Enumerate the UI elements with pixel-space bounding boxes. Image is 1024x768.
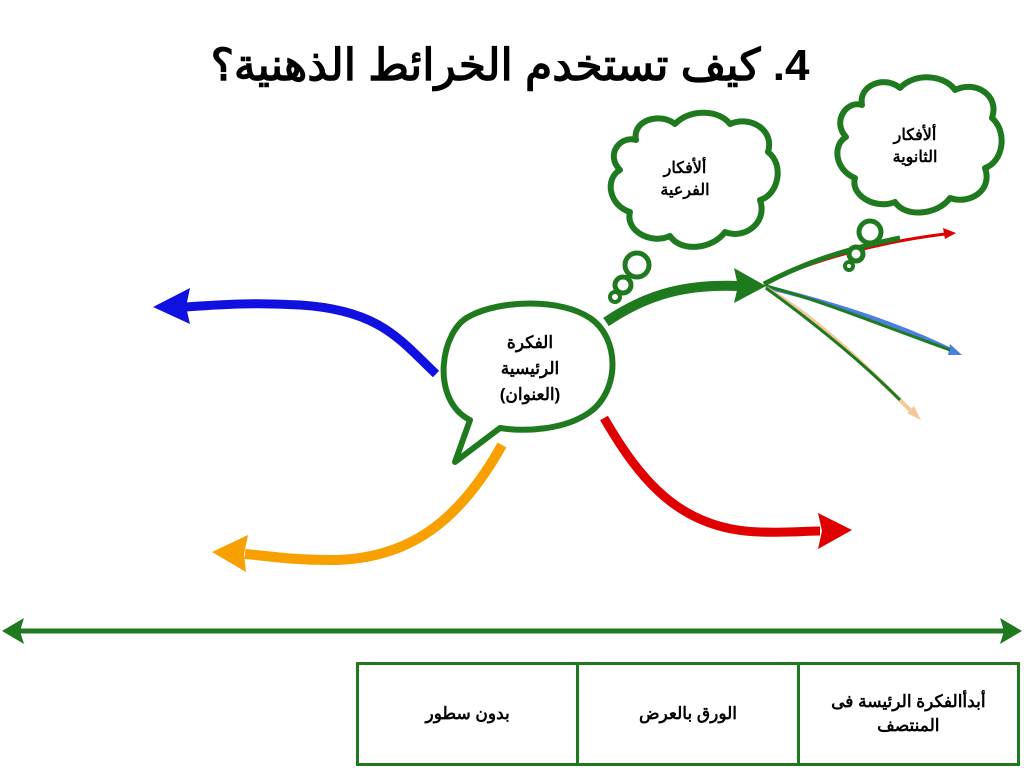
blue-branch bbox=[184, 299, 440, 378]
branch-ideas-line-1: ألأفكار bbox=[663, 160, 707, 177]
tips-cell-landscape-paper: الورق بالعرض bbox=[576, 665, 796, 763]
branch-ideas-label: ألأفكار الفرعية bbox=[630, 158, 740, 202]
branch-ideas-line-2: الفرعية bbox=[660, 182, 710, 199]
red-sub-arrowhead bbox=[943, 228, 956, 239]
right-arrowhead bbox=[1000, 618, 1022, 644]
green-sub-branch-3 bbox=[765, 286, 902, 402]
branch-ideas-cloud bbox=[607, 109, 781, 304]
secondary-ideas-line-2: الثانوية bbox=[892, 149, 938, 166]
secondary-ideas-label: ألأفكار الثانوية bbox=[860, 125, 970, 169]
red-arrowhead bbox=[818, 513, 852, 549]
central-idea-line-3: (العنوان) bbox=[499, 385, 561, 404]
green-arrowhead bbox=[734, 268, 766, 303]
tips-cell-no-lines: بدون سطور bbox=[425, 704, 510, 723]
page-title: 4. كيف تستخدم الخرائط الذهنية؟ bbox=[210, 41, 810, 90]
orange-arrowhead bbox=[212, 535, 248, 572]
secondary-ideas-cloud bbox=[834, 74, 1005, 272]
tips-table: بدون سطور الورق بالعرض أبدأالفكرة الرئيس… bbox=[356, 662, 1020, 766]
green-sub-branch-2 bbox=[765, 284, 951, 352]
peach-sub-arrowhead bbox=[907, 406, 921, 420]
orange-branch bbox=[244, 442, 507, 566]
central-idea-label: الفكرة الرئيسية (العنوان) bbox=[470, 330, 590, 408]
blue-sub-arrowhead bbox=[948, 344, 962, 355]
central-bubble bbox=[440, 300, 616, 465]
red-branch bbox=[600, 415, 821, 537]
tips-cell-start-center: أبدأالفكرة الرئيسة فى المنتصف bbox=[796, 665, 1017, 763]
left-arrowhead bbox=[2, 618, 24, 644]
central-idea-line-2: الرئيسية bbox=[500, 359, 560, 378]
green-sub-branch-1 bbox=[762, 235, 901, 287]
blue-arrowhead bbox=[153, 288, 190, 324]
central-idea-line-1: الفكرة bbox=[506, 333, 554, 352]
green-branch bbox=[603, 280, 741, 327]
secondary-ideas-line-1: ألأفكار bbox=[893, 127, 937, 144]
